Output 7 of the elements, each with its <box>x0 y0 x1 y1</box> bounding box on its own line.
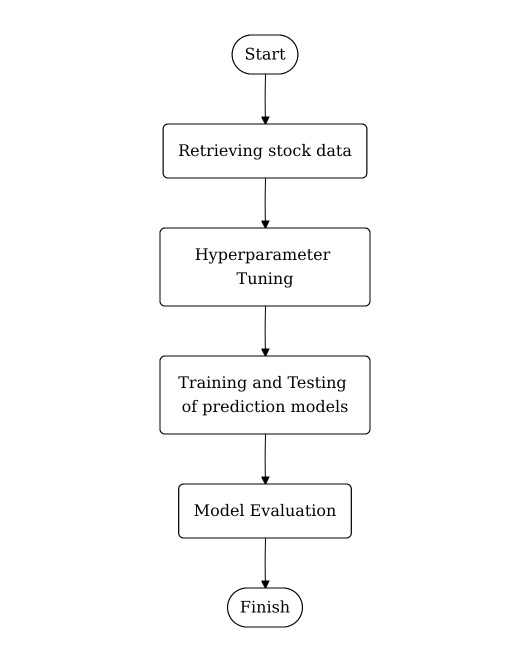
arrow <box>260 178 270 228</box>
arrow <box>260 538 270 588</box>
arrow <box>260 434 270 484</box>
arrow <box>260 74 270 124</box>
node-text: Training and Testing of prediction models <box>178 372 348 416</box>
node-text: Hyperparameter Tuning <box>194 244 330 288</box>
arrow <box>260 306 270 356</box>
